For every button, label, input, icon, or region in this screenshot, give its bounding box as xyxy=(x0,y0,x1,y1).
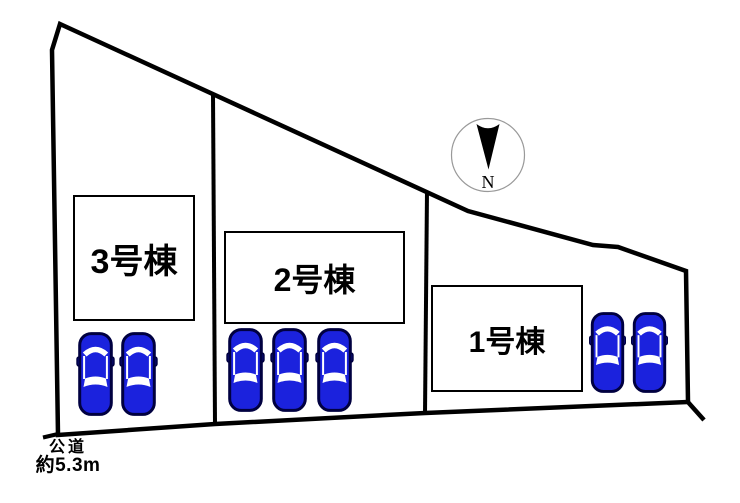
building-1-rect: 1号棟 xyxy=(431,285,583,392)
compass xyxy=(450,117,526,193)
building-3-rect: 3号棟 xyxy=(73,195,195,321)
car-icon xyxy=(271,330,308,411)
lot-divider-3-2 xyxy=(211,93,217,426)
building-2-rect: 2号棟 xyxy=(224,231,405,324)
road-name: 公道 xyxy=(48,439,87,456)
compass-circle xyxy=(450,117,526,193)
car-icon xyxy=(227,330,264,411)
lot-divider-2-1 xyxy=(423,190,429,415)
boundary-overshoot-left xyxy=(42,432,59,440)
road-label: 公道 約5.3m xyxy=(18,439,118,477)
car-icon xyxy=(77,334,114,415)
car-icon xyxy=(316,330,353,411)
building-2-label: 2号棟 xyxy=(273,261,356,298)
road-width: 約5.3m xyxy=(35,455,101,477)
compass-north-label: N xyxy=(481,172,495,192)
building-1-label: 1号棟 xyxy=(468,325,546,359)
building-3-label: 3号棟 xyxy=(90,242,178,281)
car-icon xyxy=(632,314,667,392)
boundary-tail-right xyxy=(685,399,706,422)
car-icon xyxy=(120,334,157,415)
car-icon xyxy=(590,314,625,392)
compass-needle-icon xyxy=(476,124,500,170)
